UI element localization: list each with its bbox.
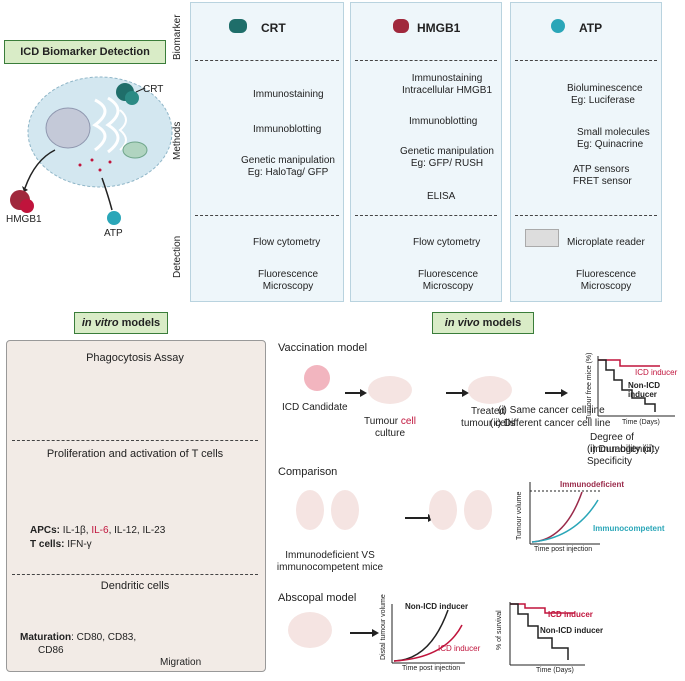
abscopal-heading: Abscopal model <box>278 592 357 604</box>
atp-method-1: Eg: Luciferase <box>571 95 635 106</box>
comp-xlabel: Time post injection <box>534 546 593 553</box>
hmgb1-method-2: Immunoblotting <box>409 116 478 127</box>
crt-method-1: Immunoblotting <box>253 124 322 135</box>
absc-xlabel: Time post injection <box>402 665 461 672</box>
row-label-detection: Detection <box>172 235 183 278</box>
surv-icd: ICD inducer <box>548 610 593 619</box>
atp-detect-0: Microplate reader <box>567 237 645 248</box>
row-label-methods: Methods <box>172 121 183 160</box>
cell-label-atp: ATP <box>104 228 123 239</box>
vaccination-heading: Vaccination model <box>278 342 368 354</box>
crt-header-icon <box>229 19 247 33</box>
surv-ylabel: % of survival <box>496 610 503 650</box>
dendritic-heading: Dendritic cells <box>100 580 170 592</box>
invitro-panel <box>6 340 266 672</box>
atp-method-2: Small molecules <box>577 127 650 138</box>
hmgb1-detect-1: Fluorescence <box>417 269 479 280</box>
absc-ylabel: Distal tumour volume <box>380 594 387 660</box>
atp-detect-1: Fluorescence <box>575 269 637 280</box>
crt-detect-1: Fluorescence <box>257 269 319 280</box>
phagocytosis-heading: Phagocytosis Assay <box>86 352 184 364</box>
comp-deficient: Immunodeficient <box>560 480 625 489</box>
degree-immunogenicity: Degree of immunogenicity <box>590 432 660 455</box>
crt-header: CRT <box>261 21 286 35</box>
column-atp: ATP Bioluminescence Eg: Luciferase Small… <box>510 2 662 302</box>
comparison-heading: Comparison <box>278 466 338 478</box>
hmgb1-header: HMGB1 <box>417 21 461 35</box>
tcells-line: T cells: IFN-γ <box>30 539 92 550</box>
different-cell-line: (ii) Different cancer cell line <box>490 418 611 429</box>
comp-competent: Immunocompetent <box>593 524 665 533</box>
hmgb1-method-5: ELISA <box>427 191 456 202</box>
microplate-icon <box>525 229 559 247</box>
crt-method-2: Genetic manipulation <box>241 155 335 166</box>
column-crt: CRT Immunostaining Immunoblotting Geneti… <box>190 2 344 302</box>
atp-method-4: ATP sensors <box>573 164 630 175</box>
surv-xlabel: Time (Days) <box>536 667 574 674</box>
comp-ylabel: Tumour volume <box>516 491 523 540</box>
atp-detect-2: Microscopy <box>580 281 632 292</box>
maturation-line-2: CD86 <box>38 645 64 656</box>
absc-nonicd: Non-ICD inducer <box>405 602 469 611</box>
surv-nonicd: Non-ICD inducer <box>540 626 604 635</box>
maturation-line: Maturation: CD80, CD83, <box>20 632 137 643</box>
apcs-line: APCs: IL-1β, IL-6, IL-12, IL-23 <box>30 525 166 536</box>
atp-method-5: FRET sensor <box>573 176 632 187</box>
crt-detect-0: Flow cytometry <box>253 237 321 248</box>
cell-label-hmgb1: HMGB1 <box>6 214 42 225</box>
icd-candidate: ICD Candidate <box>282 402 348 413</box>
atp-header-icon <box>551 19 565 33</box>
vacc-icd-label: ICD inducer <box>635 368 678 377</box>
invitro-title: in vitro models <box>74 312 168 334</box>
hmgb1-method-4: Eg: GFP/ RUSH <box>410 158 484 169</box>
migration-label: Migration <box>160 657 202 668</box>
hmgb1-method-0: Immunostaining <box>411 73 483 84</box>
column-hmgb1: HMGB1 Immunostaining Intracellular HMGB1… <box>350 2 502 302</box>
atp-header: ATP <box>579 21 603 35</box>
invivo-title: in vivo models <box>432 312 534 334</box>
atp-method-0: Bioluminescence <box>567 83 643 94</box>
atp-method-3: Eg: Quinacrine <box>577 139 644 150</box>
same-cell-line: (i) Same cancer cell line <box>498 405 605 416</box>
hmgb1-header-icon <box>393 19 409 33</box>
proliferation-heading: Proliferation and activation of T cells <box>46 448 224 460</box>
crt-detect-2: Microscopy <box>262 281 314 292</box>
hmgb1-method-3: Genetic manipulation <box>400 146 494 157</box>
row-label-biomarker: Biomarker <box>172 14 183 60</box>
icd-title: ICD Biomarker Detection <box>4 40 166 64</box>
hmgb1-detect-2: Microscopy <box>422 281 474 292</box>
vacc-ylabel: Tumour free mice (%) <box>586 352 593 420</box>
hmgb1-detect-0: Flow cytometry <box>413 237 481 248</box>
cell-label-crt: CRT <box>143 84 164 95</box>
crt-method-3: Eg: HaloTag/ GFP <box>247 167 329 178</box>
crt-method-0: Immunostaining <box>253 89 324 100</box>
vacc-xlabel: Time (Days) <box>622 419 660 426</box>
absc-icd: ICD inducer <box>438 644 481 653</box>
hmgb1-method-1: Intracellular HMGB1 <box>401 85 493 96</box>
vacc-nonicd-label: Non-ICD inducer <box>628 381 660 399</box>
durability-specificity: (i) Durability (ii) Specificity <box>587 444 655 467</box>
